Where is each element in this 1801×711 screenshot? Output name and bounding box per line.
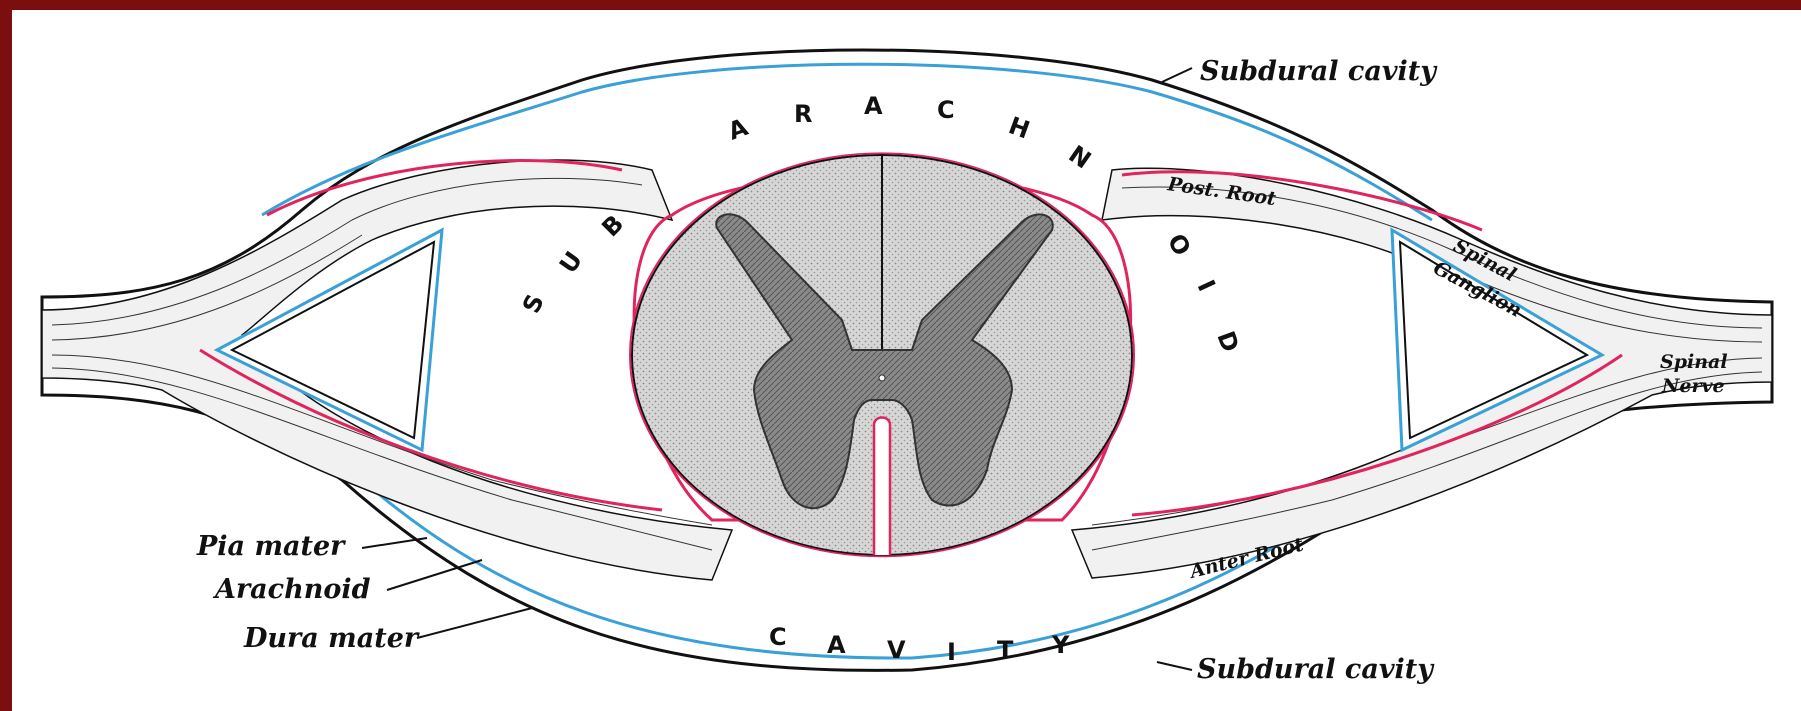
letter-r: R [794, 100, 812, 128]
anterior-median-fissure [874, 418, 890, 556]
diagram-panel: S U B A R A C H N O I D C A V I T Y Subd… [12, 10, 1801, 711]
label-subdural-cavity-top: Subdural cavity [1200, 56, 1438, 87]
letter-a2: A [864, 92, 883, 120]
letter-v: V [887, 636, 906, 664]
label-spinal-nerve-2: Nerve [1661, 375, 1725, 397]
label-spinal-nerve-1: Spinal [1660, 351, 1728, 373]
letter-a3: A [827, 631, 846, 659]
letter-c1: C [937, 96, 955, 124]
spinal-cord-diagram: S U B A R A C H N O I D C A V I T Y Subd… [12, 10, 1801, 711]
letter-c2: C [769, 623, 787, 651]
label-dura-mater: Dura mater [243, 623, 420, 654]
label-pia-mater: Pia mater [196, 531, 346, 562]
central-canal [879, 375, 885, 381]
letter-t: T [997, 636, 1014, 664]
label-arachnoid: Arachnoid [212, 574, 371, 605]
label-subdural-cavity-bottom: Subdural cavity [1197, 654, 1435, 685]
letter-y: Y [1051, 631, 1070, 659]
letter-i2: I [947, 638, 956, 666]
